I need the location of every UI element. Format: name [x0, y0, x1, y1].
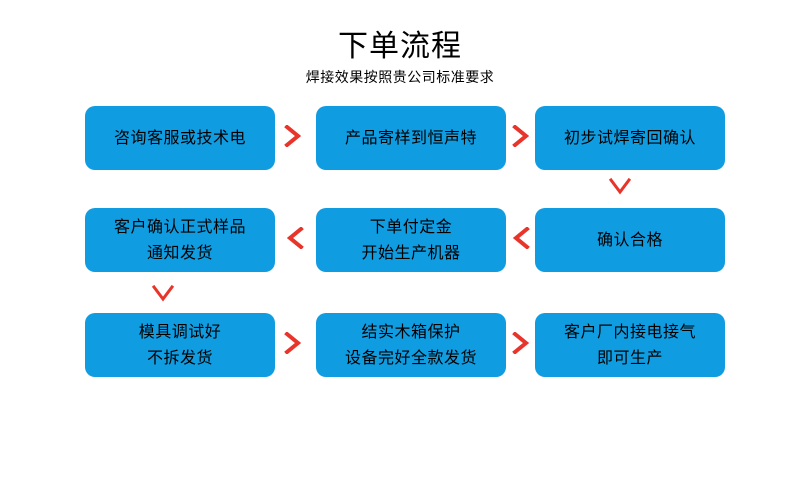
- flow-box-label: 即可生产: [596, 348, 663, 367]
- flow-box-r3c1[interactable]: 模具调试好 不拆发货: [85, 313, 275, 377]
- flow-box-label: 客户确认正式样品: [113, 217, 246, 236]
- flow-box-label: 模具调试好: [138, 322, 222, 341]
- arrow-down-icon-col1: [152, 284, 174, 304]
- arrow-right-icon-r3c1: [283, 332, 303, 354]
- flow-box-r1c1[interactable]: 咨询客服或技术电: [85, 106, 275, 170]
- arrow-left-icon-r2c1: [285, 227, 305, 249]
- flow-box-label: 下单付定金: [369, 217, 453, 236]
- arrow-right-icon-r3c2: [511, 332, 531, 354]
- flow-box-r2c2[interactable]: 下单付定金 开始生产机器: [316, 208, 506, 272]
- arrow-right-icon-r1c1: [283, 125, 303, 147]
- flow-box-r2c1[interactable]: 客户确认正式样品 通知发货: [85, 208, 275, 272]
- flow-box-label: 开始生产机器: [361, 243, 461, 262]
- page-title: 下单流程: [338, 29, 462, 64]
- flow-box-label: 结实木箱保护: [361, 322, 461, 341]
- flow-box-label: 确认合格: [596, 230, 663, 249]
- flow-box-r2c3[interactable]: 确认合格: [535, 208, 725, 272]
- flow-box-r3c3[interactable]: 客户厂内接电接气 即可生产: [535, 313, 725, 377]
- flow-box-label: 初步试焊寄回确认: [563, 128, 696, 147]
- flow-box-label: 产品寄样到恒声特: [344, 128, 477, 147]
- flow-box-r1c3[interactable]: 初步试焊寄回确认: [535, 106, 725, 170]
- arrow-right-icon-r1c2: [511, 125, 531, 147]
- page-subtitle: 焊接效果按照贵公司标准要求: [305, 70, 495, 86]
- flow-box-label: 客户厂内接电接气: [563, 322, 696, 341]
- flow-box-label: 咨询客服或技术电: [113, 128, 246, 147]
- arrow-left-icon-r2c2: [511, 227, 531, 249]
- flow-box-label: 不拆发货: [146, 348, 213, 367]
- flow-box-r3c2[interactable]: 结实木箱保护 设备完好全款发货: [316, 313, 506, 377]
- flow-box-r1c2[interactable]: 产品寄样到恒声特: [316, 106, 506, 170]
- arrow-down-icon-col3: [609, 177, 631, 197]
- flow-box-label: 通知发货: [146, 243, 213, 262]
- header: 下单流程 焊接效果按照贵公司标准要求: [0, 28, 800, 88]
- flow-box-label: 设备完好全款发货: [344, 348, 477, 367]
